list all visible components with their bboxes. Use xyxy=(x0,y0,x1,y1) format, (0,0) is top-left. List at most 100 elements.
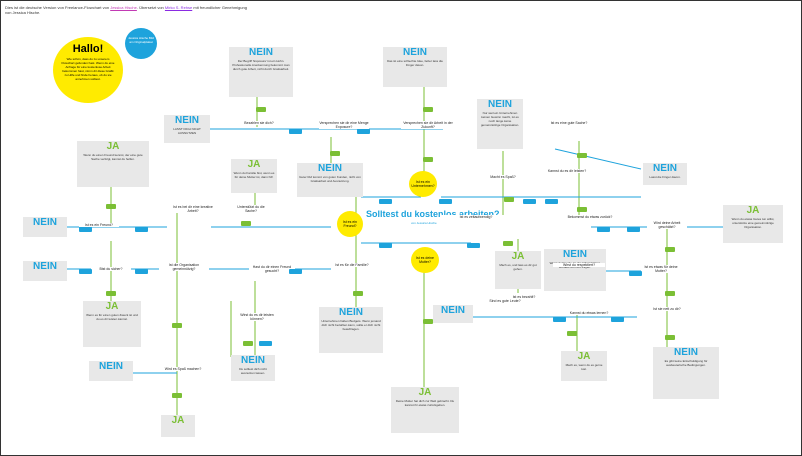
nein-answer-box: NEINWenn du Freude an der Arbeit hättest… xyxy=(544,249,606,291)
no-arrow-tag xyxy=(289,269,302,274)
no-arrow-tag xyxy=(357,129,370,134)
yes-arrow-tag xyxy=(330,151,340,156)
question-text: Ist es zeitaufwendig? xyxy=(441,215,511,219)
hallo-title: Hallo! xyxy=(72,43,104,55)
question-text: Sind es gute Leute? xyxy=(485,299,525,303)
header-text-1: Dies ist die deutsche Version von Freela… xyxy=(5,5,110,10)
question-text: Ist es für die Familie? xyxy=(327,263,377,267)
ja-label: JA xyxy=(511,251,525,262)
no-arrow-tag xyxy=(379,199,392,204)
nein-label: NEIN xyxy=(318,163,342,174)
no-arrow-tag xyxy=(629,271,642,276)
question-text: Versprechen sie dir Arbeit in der Zukunf… xyxy=(401,121,455,129)
ja-label: JA xyxy=(418,387,432,398)
question-text: Ist es bezahlt? xyxy=(501,295,547,299)
link-translator[interactable]: Mirko S. Rehse xyxy=(164,5,193,10)
nein-label: NEIN xyxy=(674,347,698,358)
nein-label: NEIN xyxy=(488,99,512,110)
nein-answer-box: NEIN xyxy=(23,261,67,281)
no-arrow-tag xyxy=(597,227,610,232)
yes-arrow-tag xyxy=(567,331,577,336)
decision-bubble: Ist es ein Freund? xyxy=(337,211,363,237)
nein-label: NEIN xyxy=(99,361,123,372)
question-text: Macht es Spaß? xyxy=(481,175,525,179)
yes-arrow-tag xyxy=(423,107,433,112)
no-arrow-tag xyxy=(467,243,480,248)
yes-arrow-tag xyxy=(577,153,587,158)
link-jessica-hische[interactable]: Jessica Hische xyxy=(110,5,137,10)
nein-answer-text: Du solltest dich nicht ausnutzen lassen. xyxy=(239,367,267,375)
no-arrow-tag xyxy=(259,341,272,346)
blue-note-bubble: Jessica Hische Bild am Originalplakat xyxy=(125,28,157,59)
no-arrow-tag xyxy=(135,227,148,232)
question-text: Bist du sicher? xyxy=(91,267,131,271)
yes-arrow-tag xyxy=(423,319,433,324)
no-arrow-tag xyxy=(379,243,392,248)
question-text: Wirst du es dir leisten können? xyxy=(237,313,277,321)
center-title: Solltest du kostenlos arbeiten? xyxy=(366,209,500,219)
yes-arrow-tag xyxy=(241,221,251,226)
nein-label: NEIN xyxy=(241,355,265,366)
nein-answer-box: NEIN xyxy=(433,305,473,323)
yes-arrow-tag xyxy=(503,241,513,246)
no-arrow-tag xyxy=(289,129,302,134)
nein-answer-box: NEIN xyxy=(89,361,133,381)
no-arrow-tag xyxy=(439,199,452,204)
question-text: Ist sie nett zu dir? xyxy=(649,307,685,311)
header-text-4: von Jessica Hische. xyxy=(5,10,41,15)
nein-answer-text: Der Begriff 'Exposure' ist ein Hohn. Pro… xyxy=(232,59,290,71)
ja-label: JA xyxy=(746,205,760,216)
ja-answer-text: Mach es, wenn du es gerne tust. xyxy=(565,363,603,371)
question-text: Ist es etwas für deine Mutter? xyxy=(641,265,681,273)
nein-label: NEIN xyxy=(339,307,363,318)
ja-label: JA xyxy=(171,415,185,426)
yes-arrow-tag xyxy=(172,393,182,398)
no-connector-line xyxy=(554,148,642,170)
ja-answer-text: Wenn es für einen guten Zweck ist und du… xyxy=(86,313,138,321)
ja-label: JA xyxy=(105,301,119,312)
header-text-2: . Übersetzt von xyxy=(136,5,164,10)
yes-arrow-tag xyxy=(423,157,433,162)
nein-label: NEIN xyxy=(563,249,587,260)
question-text: Wird es Spaß machen? xyxy=(161,367,205,371)
no-arrow-tag xyxy=(611,317,624,322)
ja-label: JA xyxy=(247,159,261,170)
question-text: Kannst du etwas lernen? xyxy=(569,311,609,315)
question-text: Ist es ein Freund? xyxy=(79,223,119,227)
blue-note-text: Jessica Hische Bild am Originalplakat xyxy=(128,36,154,44)
nein-answer-text: Unternehmen haben Budgets. Wenn jemand d… xyxy=(321,319,381,331)
nein-label: NEIN xyxy=(175,115,199,126)
hallo-text: Wie schön, dass du zu unserem Flowchart … xyxy=(61,57,115,81)
question-text: Unterstützt du die Sache? xyxy=(231,205,271,213)
question-text: Ist die Organisation gemeinnützig? xyxy=(159,263,209,271)
nein-label: NEIN xyxy=(441,305,465,316)
yes-arrow-tag xyxy=(243,341,253,346)
nein-label: NEIN xyxy=(403,47,427,58)
ja-answer-text: Wenn du einen Freund kennst, der eine gu… xyxy=(83,153,143,161)
hallo-bubble: Hallo! Wie schön, dass du zu unserem Flo… xyxy=(53,37,123,103)
yes-arrow-tag xyxy=(353,291,363,296)
ja-answer-box: JA xyxy=(161,415,195,437)
ja-answer-text: Deine Mutter hat dich zur Welt gebracht.… xyxy=(395,399,455,407)
no-arrow-tag xyxy=(627,227,640,232)
ja-label: JA xyxy=(106,141,120,152)
center-subtitle: von Jessica Hische xyxy=(411,221,437,225)
question-text: Hast du dir einen Freund gesucht? xyxy=(249,265,295,273)
decision-bubble: Ist es deine Mutter? xyxy=(411,247,439,273)
decision-bubble: Ist es ein Unternehmen? xyxy=(409,171,437,197)
question-text: Bekommst du etwas zurück? xyxy=(555,215,625,219)
